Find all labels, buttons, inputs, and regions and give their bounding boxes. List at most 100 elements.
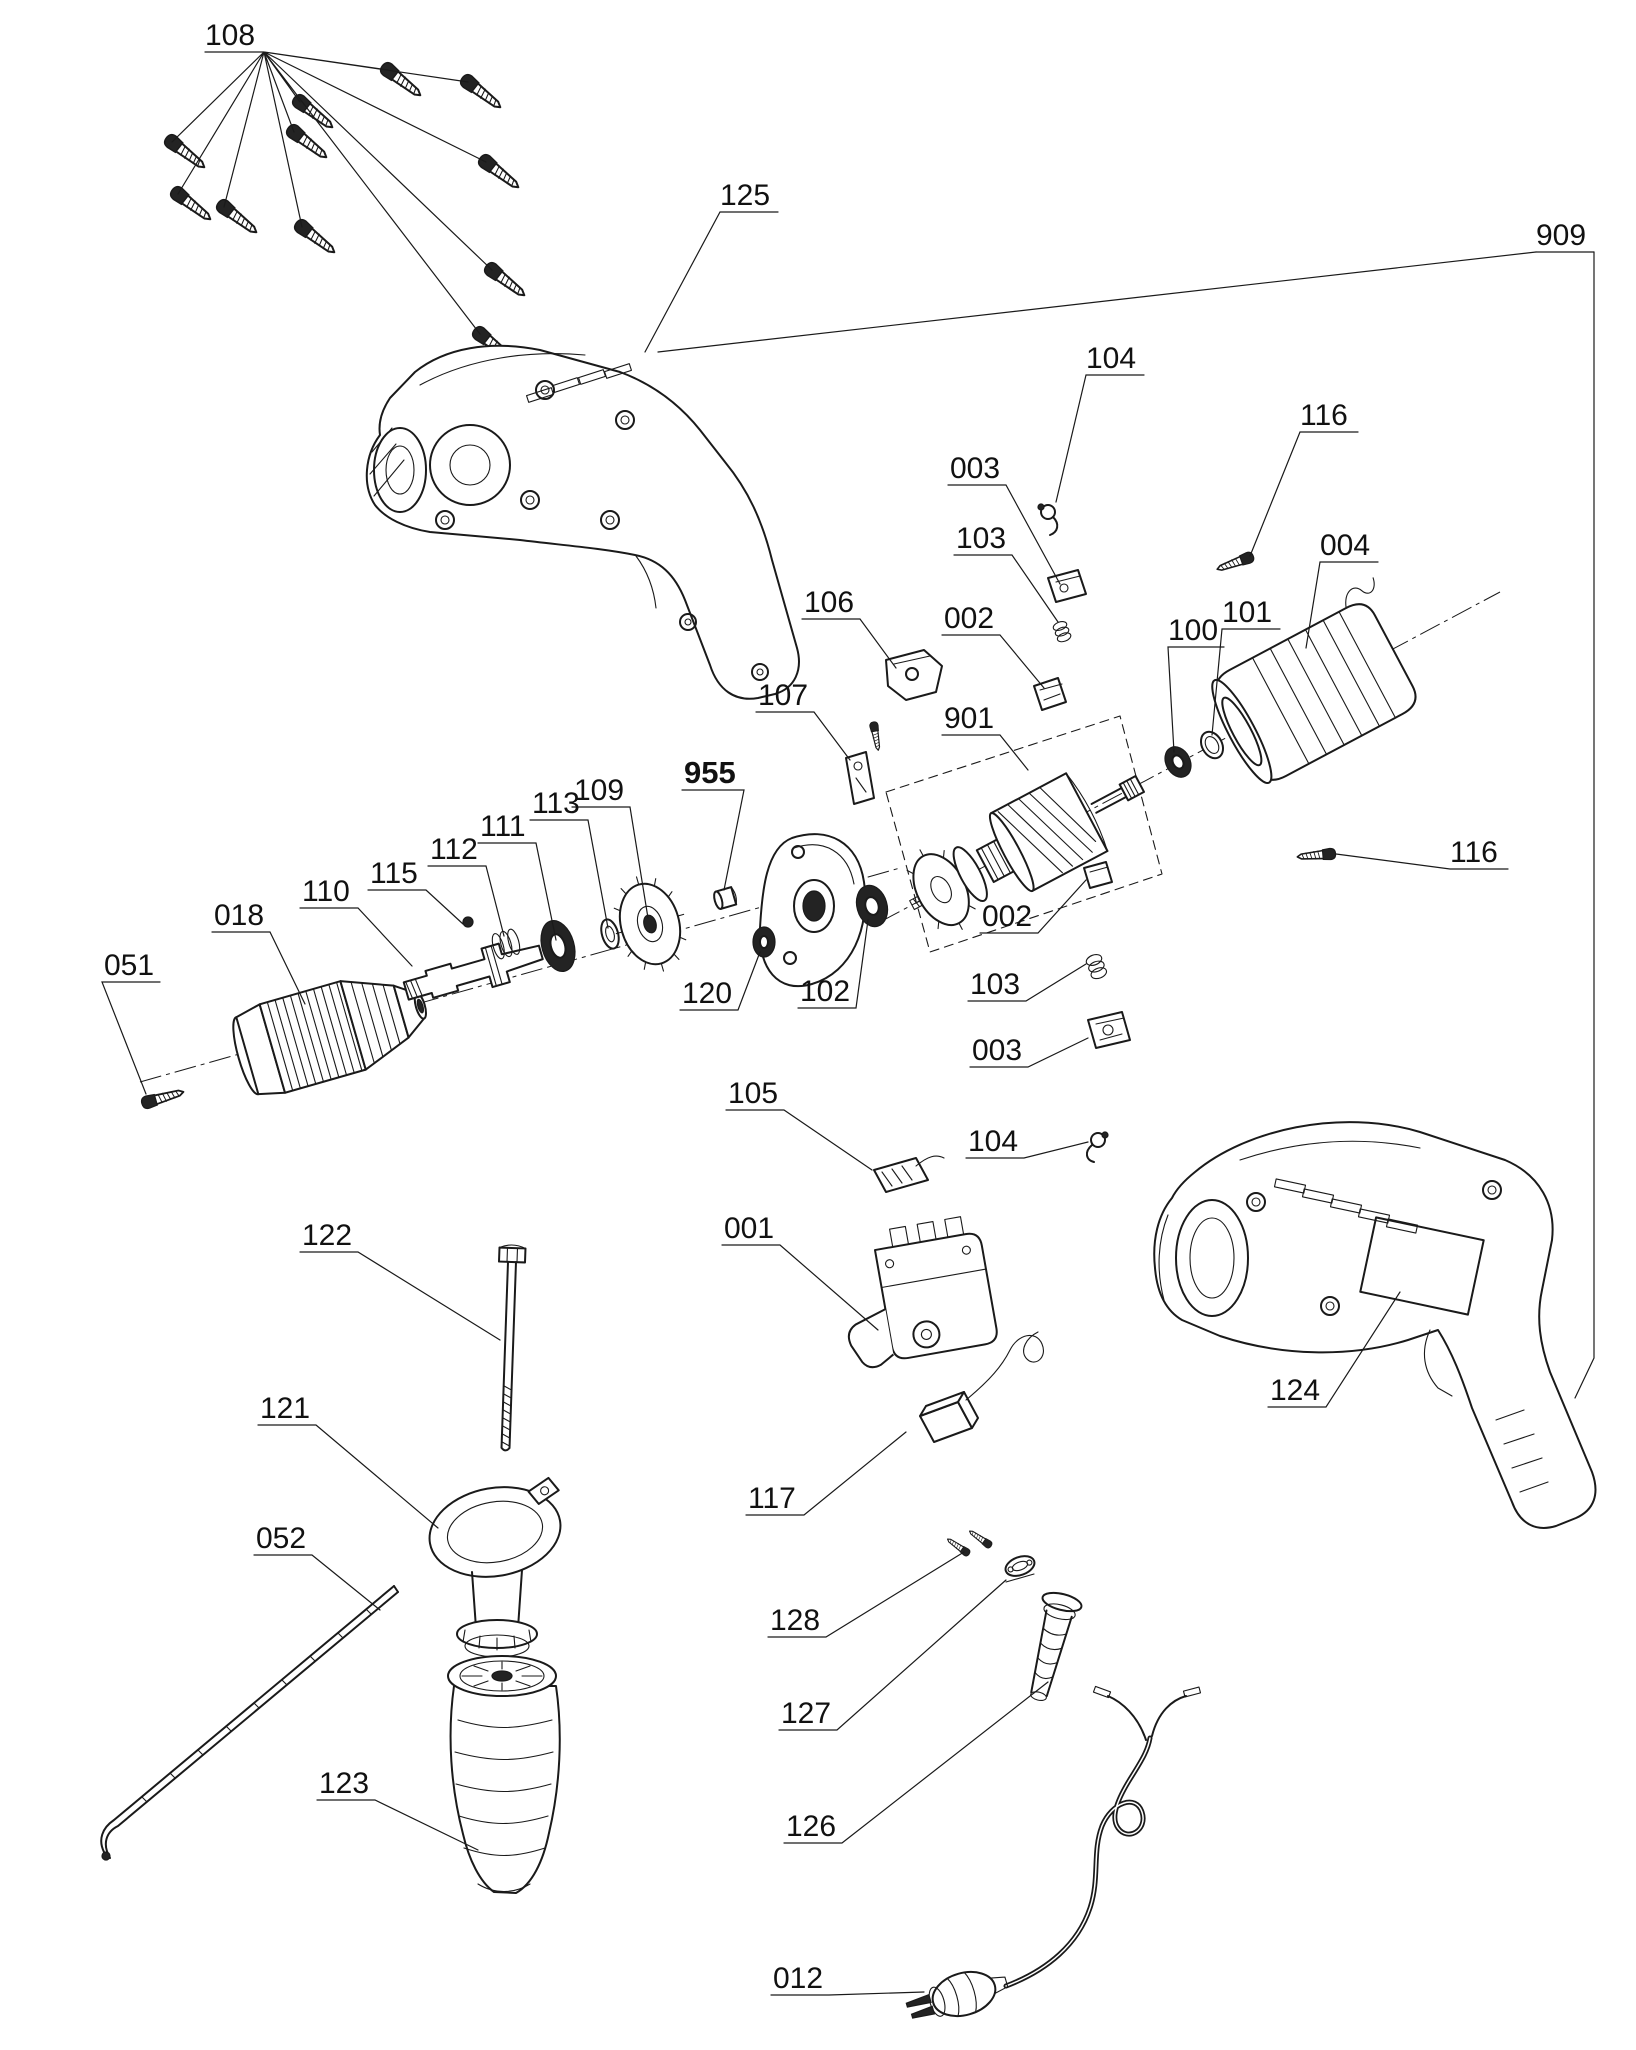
callouts: 108 125 909 104 116 003 103 004 xyxy=(101,19,1595,1996)
clamp-screws xyxy=(944,1527,994,1558)
callout-112: 112 xyxy=(427,833,505,937)
bearing-support-plate xyxy=(758,833,867,988)
callout-103-mid: 103 xyxy=(967,963,1087,1002)
housing-vents xyxy=(1273,1178,1419,1234)
callout-003-upper: 003 xyxy=(947,452,1061,585)
callout-001: 001 xyxy=(721,1212,879,1331)
callout-126: 126 xyxy=(783,1681,1049,1844)
callout-128: 128 xyxy=(767,1551,965,1638)
part-label-103-mid: 103 xyxy=(970,968,1020,1001)
drill-housing-left-half xyxy=(365,344,800,700)
brush-holder-bracket xyxy=(868,649,943,752)
callout-901: 901 xyxy=(941,702,1029,771)
callout-101: 101 xyxy=(1211,596,1281,736)
part-label-116-upper: 116 xyxy=(1300,399,1348,432)
part-label-116-right: 116 xyxy=(1450,836,1498,869)
side-handle-bolt xyxy=(498,1244,527,1452)
part-label-117: 117 xyxy=(748,1482,796,1515)
callout-100: 100 xyxy=(1167,614,1225,753)
brush-cap xyxy=(873,1155,945,1193)
callout-102: 102 xyxy=(797,919,869,1009)
armature xyxy=(906,772,1146,930)
callout-955: 955 xyxy=(681,755,745,891)
brush-holder-lower xyxy=(1087,1011,1131,1049)
part-label-113: 113 xyxy=(532,787,580,820)
part-label-110: 110 xyxy=(302,875,350,908)
bearing-rear xyxy=(855,884,889,928)
callout-108: 108 xyxy=(171,19,493,335)
part-label-100: 100 xyxy=(1168,614,1218,647)
stator xyxy=(1211,577,1417,785)
part-label-120: 120 xyxy=(682,977,732,1010)
side-handle-clamp xyxy=(428,1476,562,1658)
callout-104-upper: 104 xyxy=(1055,342,1145,503)
part-label-102: 102 xyxy=(800,975,850,1008)
lead-wire-lower xyxy=(1086,1131,1109,1163)
callout-051: 051 xyxy=(101,949,161,1095)
part-label-123: 123 xyxy=(319,1767,369,1800)
part-label-901: 901 xyxy=(944,702,994,735)
chuck xyxy=(232,980,427,1096)
cable-clamp xyxy=(1004,1555,1036,1583)
part-label-124: 124 xyxy=(1270,1374,1320,1407)
part-label-109: 109 xyxy=(574,774,624,807)
screw-set-108 xyxy=(161,59,530,366)
callout-113: 113 xyxy=(529,787,609,929)
callout-052: 052 xyxy=(253,1522,381,1611)
drill-housing-right-half xyxy=(1153,1121,1597,1529)
callout-117: 117 xyxy=(745,1431,907,1516)
cord-guard xyxy=(1030,1591,1083,1702)
callout-115: 115 xyxy=(367,857,464,925)
part-label-012: 012 xyxy=(773,1962,823,1995)
spindle-gear xyxy=(613,876,687,972)
callout-109: 109 xyxy=(571,774,649,919)
part-label-105: 105 xyxy=(728,1077,778,1110)
callout-127: 127 xyxy=(778,1579,1007,1731)
part-label-111: 111 xyxy=(480,810,526,843)
callout-124: 124 xyxy=(1267,1291,1401,1408)
callout-116-right: 116 xyxy=(1335,836,1509,870)
callout-106: 106 xyxy=(801,586,897,669)
part-label-107: 107 xyxy=(758,679,808,712)
callout-909: 909 xyxy=(1535,219,1595,253)
part-label-115: 115 xyxy=(370,857,418,890)
trigger-switch xyxy=(847,1216,998,1369)
power-plug xyxy=(905,1970,1009,2019)
callout-123: 123 xyxy=(316,1767,479,1851)
callout-120: 120 xyxy=(679,951,761,1011)
part-label-103-upper: 103 xyxy=(956,522,1006,555)
callout-002-upper: 002 xyxy=(941,602,1045,689)
detent-ball xyxy=(462,916,474,928)
carbon-brush-upper xyxy=(1033,677,1067,711)
callout-116-upper: 116 xyxy=(1249,399,1359,557)
housing-vents xyxy=(526,363,632,403)
part-label-002-mid: 002 xyxy=(982,900,1032,933)
callout-018: 018 xyxy=(211,899,306,1005)
part-label-108: 108 xyxy=(205,19,255,52)
chuck-screw xyxy=(139,1084,187,1111)
part-label-101: 101 xyxy=(1222,596,1272,629)
housing-screw-bosses xyxy=(435,380,769,681)
callout-121: 121 xyxy=(257,1392,439,1529)
callout-111: 111 xyxy=(477,810,557,941)
part-label-121: 121 xyxy=(260,1392,310,1425)
brush-spring-lower xyxy=(1085,954,1108,980)
callout-110: 110 xyxy=(299,875,413,967)
brush-holder-strip xyxy=(845,751,875,805)
part-label-003-upper: 003 xyxy=(950,452,1000,485)
brush-spring-upper xyxy=(1052,620,1072,643)
side-handle-grip xyxy=(447,1655,561,1894)
part-label-052: 052 xyxy=(256,1522,306,1555)
part-label-112: 112 xyxy=(430,833,478,866)
washer xyxy=(600,918,620,950)
part-label-003-mid: 003 xyxy=(972,1034,1022,1067)
part-label-955: 955 xyxy=(684,755,736,790)
part-label-106: 106 xyxy=(804,586,854,619)
callout-003-mid: 003 xyxy=(969,1034,1089,1068)
callout-002-mid: 002 xyxy=(979,879,1087,934)
power-cord xyxy=(905,1685,1202,2019)
part-label-001: 001 xyxy=(724,1212,774,1245)
part-label-004: 004 xyxy=(1320,529,1370,562)
